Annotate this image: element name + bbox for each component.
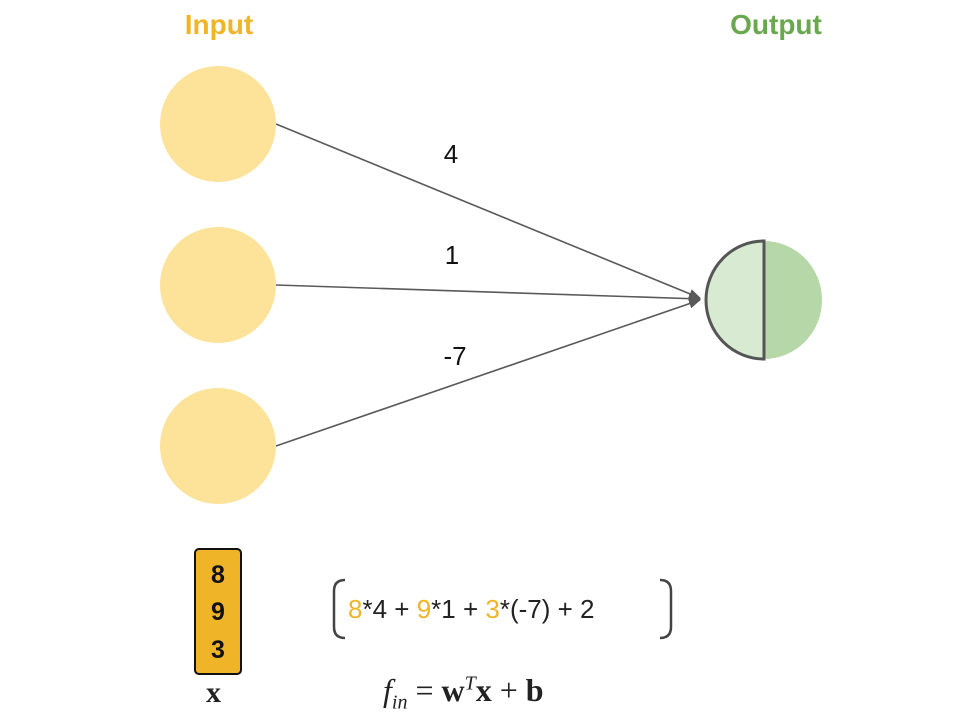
- formula-term-3: *(-7) + 2: [499, 594, 595, 624]
- formula-right-bracket: [659, 578, 673, 640]
- input-vector-symbol: x: [206, 676, 221, 709]
- input-vector: 8 9 3: [194, 548, 242, 675]
- weighted-sum-formula: 8*4 + 9*1 + 3*(-7) + 2: [348, 594, 595, 625]
- input-header: Input: [185, 9, 253, 40]
- input-node-2: [160, 227, 276, 343]
- edge-3: [275, 298, 701, 447]
- formula-left-bracket: [332, 578, 346, 640]
- output-node: [704, 239, 822, 361]
- formula-input-3: 3: [485, 594, 500, 624]
- output-node-right-half: [764, 241, 822, 359]
- edge-2: [275, 284, 701, 304]
- math-plus: +: [491, 672, 526, 708]
- math-f-subscript: in: [391, 691, 408, 714]
- input-node-1: [160, 66, 276, 182]
- formula-input-2: 9: [416, 594, 432, 624]
- input-vector-value-2: 9: [211, 598, 225, 626]
- math-b: b: [525, 672, 544, 708]
- math-w-superscript: T: [464, 672, 476, 695]
- formula-input-1: 8: [348, 594, 363, 624]
- weight-label-3: -7: [443, 341, 466, 371]
- output-header: Output: [730, 9, 822, 40]
- weight-label-1: 4: [444, 139, 458, 169]
- math-f: f: [383, 672, 392, 708]
- weight-label-2: 1: [445, 240, 459, 270]
- formula-term-1: *4 +: [362, 594, 417, 624]
- input-vector-value-3: 3: [211, 636, 225, 664]
- formula-term-2: *1 +: [431, 594, 486, 624]
- input-node-3: [160, 388, 276, 504]
- math-equation: fin = wTx + b: [383, 672, 544, 714]
- math-x: x: [475, 672, 492, 708]
- math-w: w: [441, 672, 465, 708]
- edge-1: [275, 123, 701, 299]
- output-node-left-half: [704, 239, 766, 361]
- input-vector-value-1: 8: [211, 561, 225, 589]
- input-vector-fill: [194, 548, 242, 675]
- math-equals: =: [407, 672, 442, 708]
